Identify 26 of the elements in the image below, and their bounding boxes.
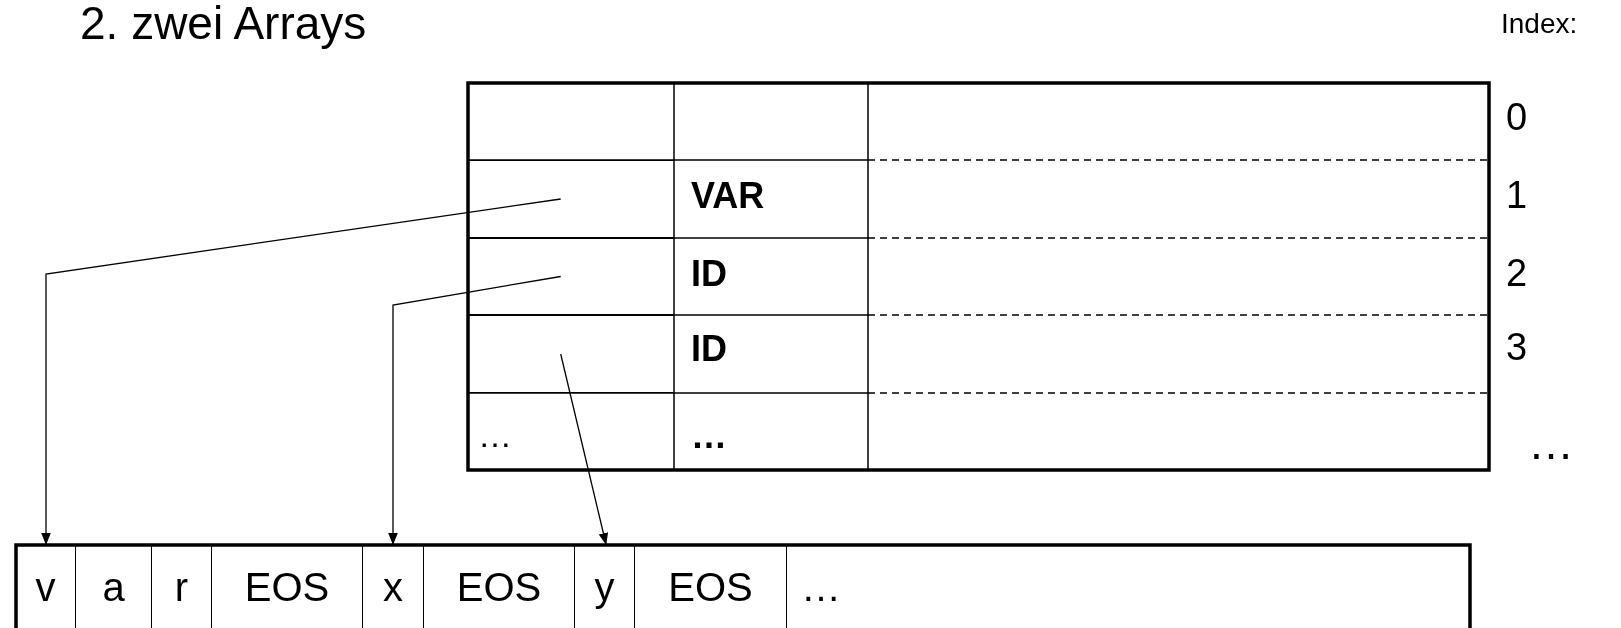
table-cell (468, 160, 674, 238)
array-cell: v (16, 545, 76, 628)
array-cell: y (575, 545, 635, 628)
table-entry: ID (691, 256, 727, 292)
table-entry: … (691, 418, 727, 454)
array-cell: … (787, 545, 1470, 628)
table-entry: … (478, 418, 512, 452)
index-number: 2 (1506, 254, 1528, 292)
array-cell: EOS (635, 545, 787, 628)
table-cell (468, 315, 674, 393)
index-number: … (1528, 420, 1574, 466)
array-cell: a (76, 545, 152, 628)
table-cell (468, 238, 674, 315)
table-entry: VAR (691, 178, 765, 214)
index-number: 1 (1506, 176, 1528, 214)
index-heading: Index: (1501, 10, 1578, 38)
arrow (388, 275, 562, 546)
table-entry: ID (691, 331, 727, 367)
arrow (41, 198, 562, 546)
array-cell: EOS (424, 545, 575, 628)
array-cell: EOS (212, 545, 363, 628)
array-cell: r (152, 545, 212, 628)
index-number: 0 (1506, 98, 1528, 136)
index-number: 3 (1506, 328, 1528, 366)
array-cell: x (363, 545, 424, 628)
arrow (560, 353, 609, 546)
